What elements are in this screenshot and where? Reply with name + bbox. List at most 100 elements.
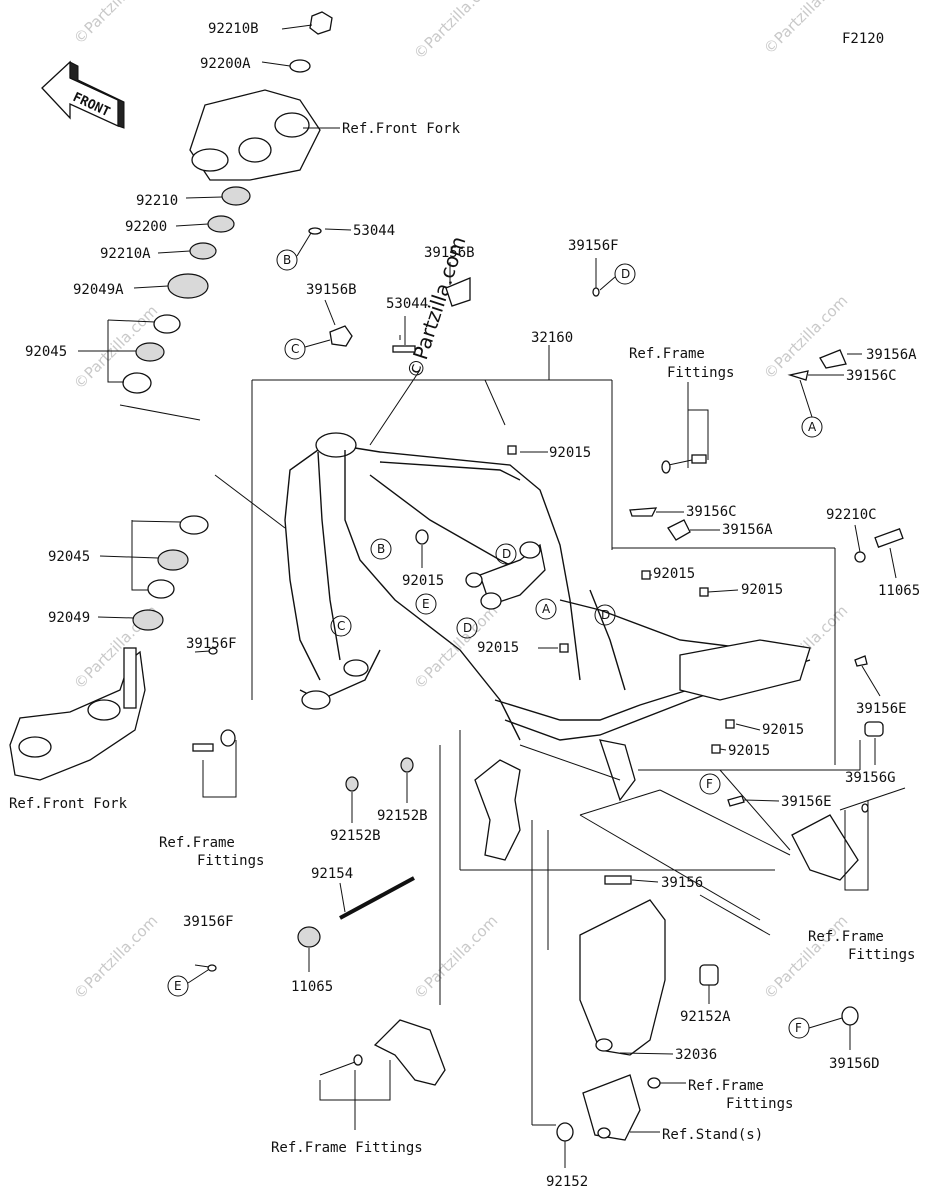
label-92152A: 92152A [680,1009,731,1025]
label-92152B-b: 92152B [377,808,428,824]
svg-text:B: B [377,542,385,556]
label-39156F-b: 39156F [186,636,237,652]
svg-text:A: A [542,602,551,616]
label-39156E-a: 39156E [856,701,907,717]
nut-92210B [309,11,333,35]
bearing-92045-upper [135,342,165,362]
svg-text:B: B [283,253,291,267]
collar-92152B [345,776,359,792]
seal-92049A [167,273,209,299]
label-92049A: 92049A [73,282,124,298]
label-39156B-b: 39156B [306,282,357,298]
callout-d-2: D [495,543,517,565]
cap-39156G [864,721,884,737]
bolt-head-11065 [297,926,321,948]
callout-e-1: E [415,593,437,615]
label-92045-mid: 92045 [48,549,90,565]
bracket-right [791,814,859,881]
label-39156A-b: 39156A [722,522,773,538]
pin-53044-b [308,227,322,235]
watermark-text: ©Partzilla.com [410,0,501,63]
collar-92152 [556,1122,574,1142]
label-92049: 92049 [48,610,90,626]
bolt-11065-top [874,528,904,548]
callout-d-4: D [456,617,478,639]
ref-frame-br-line1: Ref.Frame [688,1078,764,1094]
label-92210: 92210 [136,193,178,209]
ref-frame-left-line1: Ref.Frame [159,835,235,851]
head-pipe [315,432,357,458]
race-92045-bottom [147,579,175,599]
grommet-39156F [592,287,600,297]
label-92015-f: 92015 [762,722,804,738]
label-92045-top: 92045 [25,344,67,360]
bolt-92154 [339,876,415,920]
label-39156F-c: 39156F [183,914,234,930]
race-92045-outer [122,372,152,394]
pin-53044 [392,345,416,353]
small-hardware [192,227,906,1142]
seal-39156E [854,655,868,667]
label-92015-d: 92015 [741,582,783,598]
callout-d-3: D [594,604,616,626]
footrest-bracket-left [474,759,521,861]
collar-92152B-b [400,757,414,773]
callout-b-1: B [276,249,298,271]
label-32160: 32160 [531,330,573,346]
clip-39156C-mid [629,507,658,517]
label-92152: 92152 [546,1174,588,1190]
label-39156: 39156 [661,875,703,891]
callout-a-2: A [535,598,557,620]
svg-text:E: E [174,979,182,993]
ref-frame-left-line2: Fittings [197,853,264,869]
cap-39156D [841,1006,859,1026]
collar-92152A [699,964,719,986]
stand-bracket [582,1074,641,1141]
pad-39156 [604,875,632,885]
callout-a-1: A [801,416,823,438]
race-92045-lower [179,515,209,535]
label-39156F-a: 39156F [568,238,619,254]
label-92015-a: 92015 [549,445,591,461]
seal-92049 [132,609,164,631]
label-39156A-a: 39156A [866,347,917,363]
watermark-text: ©Partzilla.com [410,912,501,1003]
label-11065-a: 11065 [878,583,920,599]
label-92015-g: 92015 [728,743,770,759]
callouts: B C D A B D E C A D D F E F [167,232,843,1039]
washer-92200 [207,215,235,233]
watermark-text: ©Partzilla.com [760,912,851,1003]
steering-stem-parts [9,11,333,781]
svg-text:F: F [706,777,713,791]
svg-text:C: C [291,342,299,356]
washer-92200A [289,59,311,73]
callout-f-2: F [788,1017,810,1039]
rear-seat-rail [679,639,811,701]
figure-code: F2120 [842,31,884,47]
label-92152B-a: 92152B [330,828,381,844]
ref-frame-right-line1: Ref.Frame [808,929,884,945]
label-39156C-a: 39156C [846,368,897,384]
label-32036: 32036 [675,1047,717,1063]
grommet-39156F-bottom [207,964,217,972]
callout-e-2: E [167,975,189,997]
nut-92210C [854,551,866,563]
footrest-bracket-mid [599,739,636,802]
callout-b-2: B [370,538,392,560]
lower-brackets [373,814,859,1141]
main-frame-32160 [284,432,811,861]
ref-stands: Ref.Stand(s) [662,1127,763,1143]
callout-d-1: D [614,263,636,285]
svg-text:D: D [502,547,511,561]
ref-frame-top-line2: Fittings [667,365,734,381]
label-92210B: 92210B [208,21,259,37]
label-11065-b: 11065 [291,979,333,995]
clip-39156A-mid [667,519,691,541]
callout-f-1: F [699,773,721,795]
label-92015-c: 92015 [653,566,695,582]
watermarks: ©Partzilla.com ©Partzilla.com ©Partzilla… [70,0,851,1003]
label-53044-a: 53044 [353,223,395,239]
watermark-text: ©Partzilla.com [760,292,851,383]
svg-text:F: F [795,1021,802,1035]
label-39156B-a: 39156B [424,245,475,261]
